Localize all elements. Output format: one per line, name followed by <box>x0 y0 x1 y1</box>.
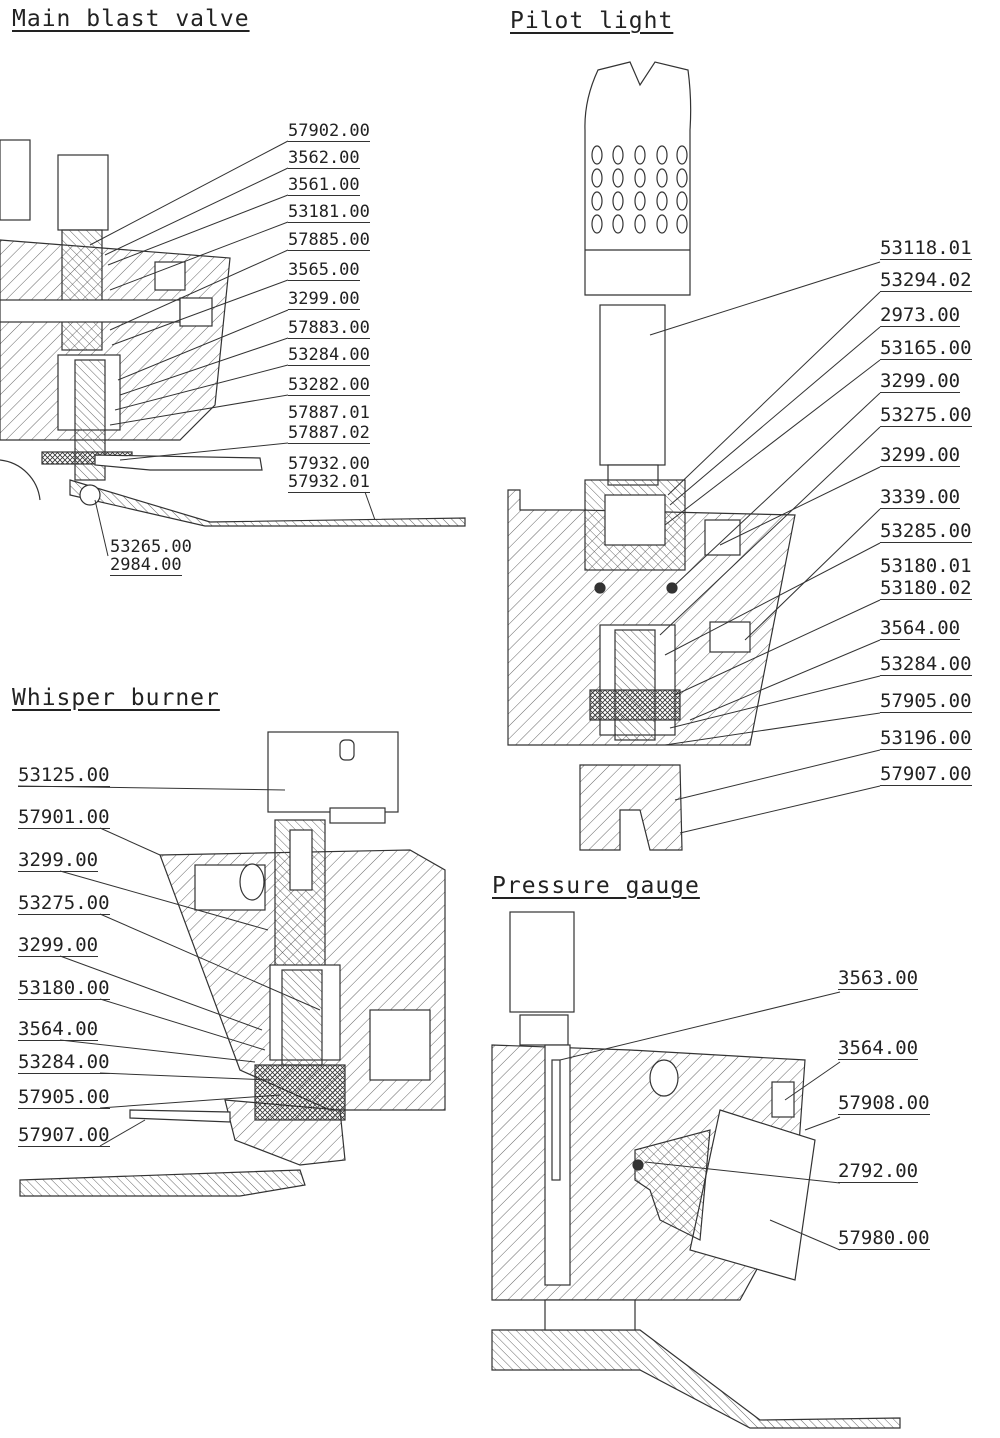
main-blast-valve-drawing <box>0 139 466 527</box>
section-title-whisper-burner: Whisper burner <box>12 685 220 711</box>
part-label: 53285.00 <box>880 520 972 543</box>
part-label: 57908.00 <box>838 1092 930 1115</box>
part-label: 57885.00 <box>288 230 370 251</box>
part-label: 53180.01 <box>880 555 972 577</box>
pilot-light-leaders <box>649 261 881 834</box>
part-label: 57905.00 <box>18 1086 110 1109</box>
part-label: 57901.00 <box>18 806 110 829</box>
part-label: 57887.01 <box>288 403 370 423</box>
part-label: 53284.00 <box>288 345 370 366</box>
part-label: 57932.00 <box>288 454 370 474</box>
part-label: 53125.00 <box>18 764 110 787</box>
part-label: 53118.01 <box>880 237 972 260</box>
part-label: 3339.00 <box>880 486 961 509</box>
main-blast-valve-leaders <box>89 140 376 557</box>
part-label: 53284.00 <box>18 1051 110 1074</box>
part-label: 2792.00 <box>838 1160 919 1183</box>
section-title-main-blast-valve: Main blast valve <box>12 6 250 32</box>
part-label: 2973.00 <box>880 304 961 327</box>
whisper-burner-drawing <box>19 731 446 1197</box>
part-label: 57907.00 <box>880 763 972 786</box>
part-label: 53165.00 <box>880 337 972 360</box>
part-label: 57905.00 <box>880 690 972 713</box>
pressure-gauge-drawing <box>491 911 901 1429</box>
part-label: 3564.00 <box>880 617 961 640</box>
part-label: 3564.00 <box>18 1018 99 1041</box>
part-label: 3299.00 <box>288 289 360 310</box>
part-label: 53282.00 <box>288 375 370 396</box>
part-label: 53180.02 <box>880 577 972 600</box>
part-label: 57887.02 <box>288 423 370 444</box>
part-label: 53284.00 <box>880 653 972 676</box>
part-label: 3562.00 <box>288 148 360 169</box>
part-label: 3299.00 <box>880 444 961 467</box>
part-label: 3299.00 <box>18 849 99 872</box>
part-label: 53275.00 <box>880 404 972 427</box>
part-label: 3564.00 <box>838 1037 919 1060</box>
part-label: 3565.00 <box>288 260 360 281</box>
part-label: 53294.02 <box>880 269 972 292</box>
part-label: 57932.01 <box>288 472 370 493</box>
pressure-gauge-leaders <box>559 991 841 1251</box>
part-label: 57980.00 <box>838 1227 930 1250</box>
pilot-light-drawing <box>507 61 796 851</box>
part-label: 3563.00 <box>838 967 919 990</box>
part-label: 57902.00 <box>288 121 370 142</box>
part-label: 3299.00 <box>18 934 99 957</box>
part-label: 53275.00 <box>18 892 110 915</box>
part-label: 3299.00 <box>880 370 961 393</box>
part-label: 57907.00 <box>18 1124 110 1147</box>
part-label: 2984.00 <box>110 555 182 576</box>
section-title-pressure-gauge: Pressure gauge <box>492 873 700 899</box>
part-label: 53181.00 <box>288 202 370 223</box>
part-label: 53265.00 <box>110 537 192 557</box>
part-label: 53196.00 <box>880 727 972 750</box>
part-label: 3561.00 <box>288 175 360 196</box>
part-label: 57883.00 <box>288 318 370 339</box>
section-title-pilot-light: Pilot light <box>510 8 674 34</box>
part-label: 53180.00 <box>18 977 110 1000</box>
